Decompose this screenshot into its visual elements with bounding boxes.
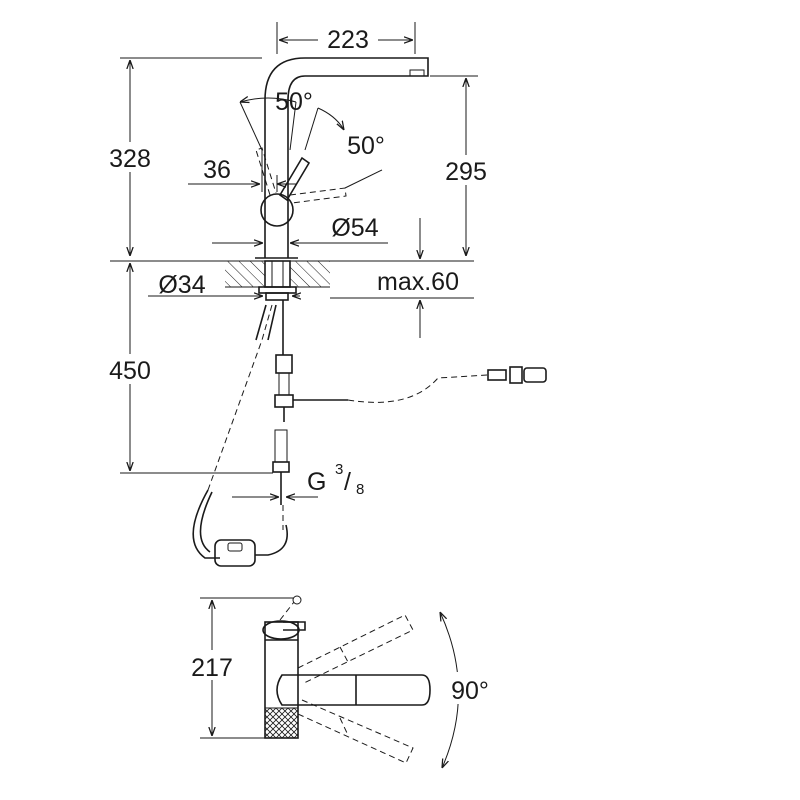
angle-back-label: 50° <box>275 88 313 116</box>
dimension-spout-height: 295 <box>430 75 498 256</box>
hole-diameter-label: Ø34 <box>158 271 205 299</box>
thread-separator: / <box>344 468 351 496</box>
countertop-section <box>225 260 330 301</box>
dimension-lever-angles: 50° 50° <box>240 88 385 189</box>
max-thickness-label: max.60 <box>377 268 459 296</box>
dimension-total-height: 328 <box>100 57 262 256</box>
dimension-lever-offset: 36 <box>188 150 296 192</box>
lever-offset-label: 36 <box>203 156 231 184</box>
total-height-label: 328 <box>109 145 151 173</box>
dimension-plan-depth: 217 <box>182 597 294 739</box>
hose-length-label: 450 <box>109 357 151 385</box>
thread-g-label: G <box>307 468 326 496</box>
dimension-base-diameter: Ø54 <box>212 214 388 243</box>
thread-denominator: 8 <box>356 481 364 498</box>
dimension-max-thickness: max.60 <box>110 218 474 338</box>
faucet-plan-view <box>262 595 431 764</box>
dimension-hose-length: 450 <box>100 263 273 474</box>
swivel-angle-label: 90° <box>451 677 489 705</box>
base-diameter-label: Ø54 <box>331 214 378 242</box>
under-counter-hoses <box>192 300 547 567</box>
dimension-swivel-angle: 90° <box>438 612 502 768</box>
spout-height-label: 295 <box>445 158 487 186</box>
thread-numerator: 3 <box>335 461 343 478</box>
reach-label: 223 <box>327 26 369 54</box>
dimension-reach: 223 <box>276 22 416 54</box>
angle-front-label: 50° <box>347 132 385 160</box>
dimension-hole-diameter: Ø34 <box>148 271 300 299</box>
plan-depth-label: 217 <box>191 654 233 682</box>
faucet-side-view <box>255 57 429 259</box>
dimension-thread: G 3 / 8 <box>232 461 364 498</box>
